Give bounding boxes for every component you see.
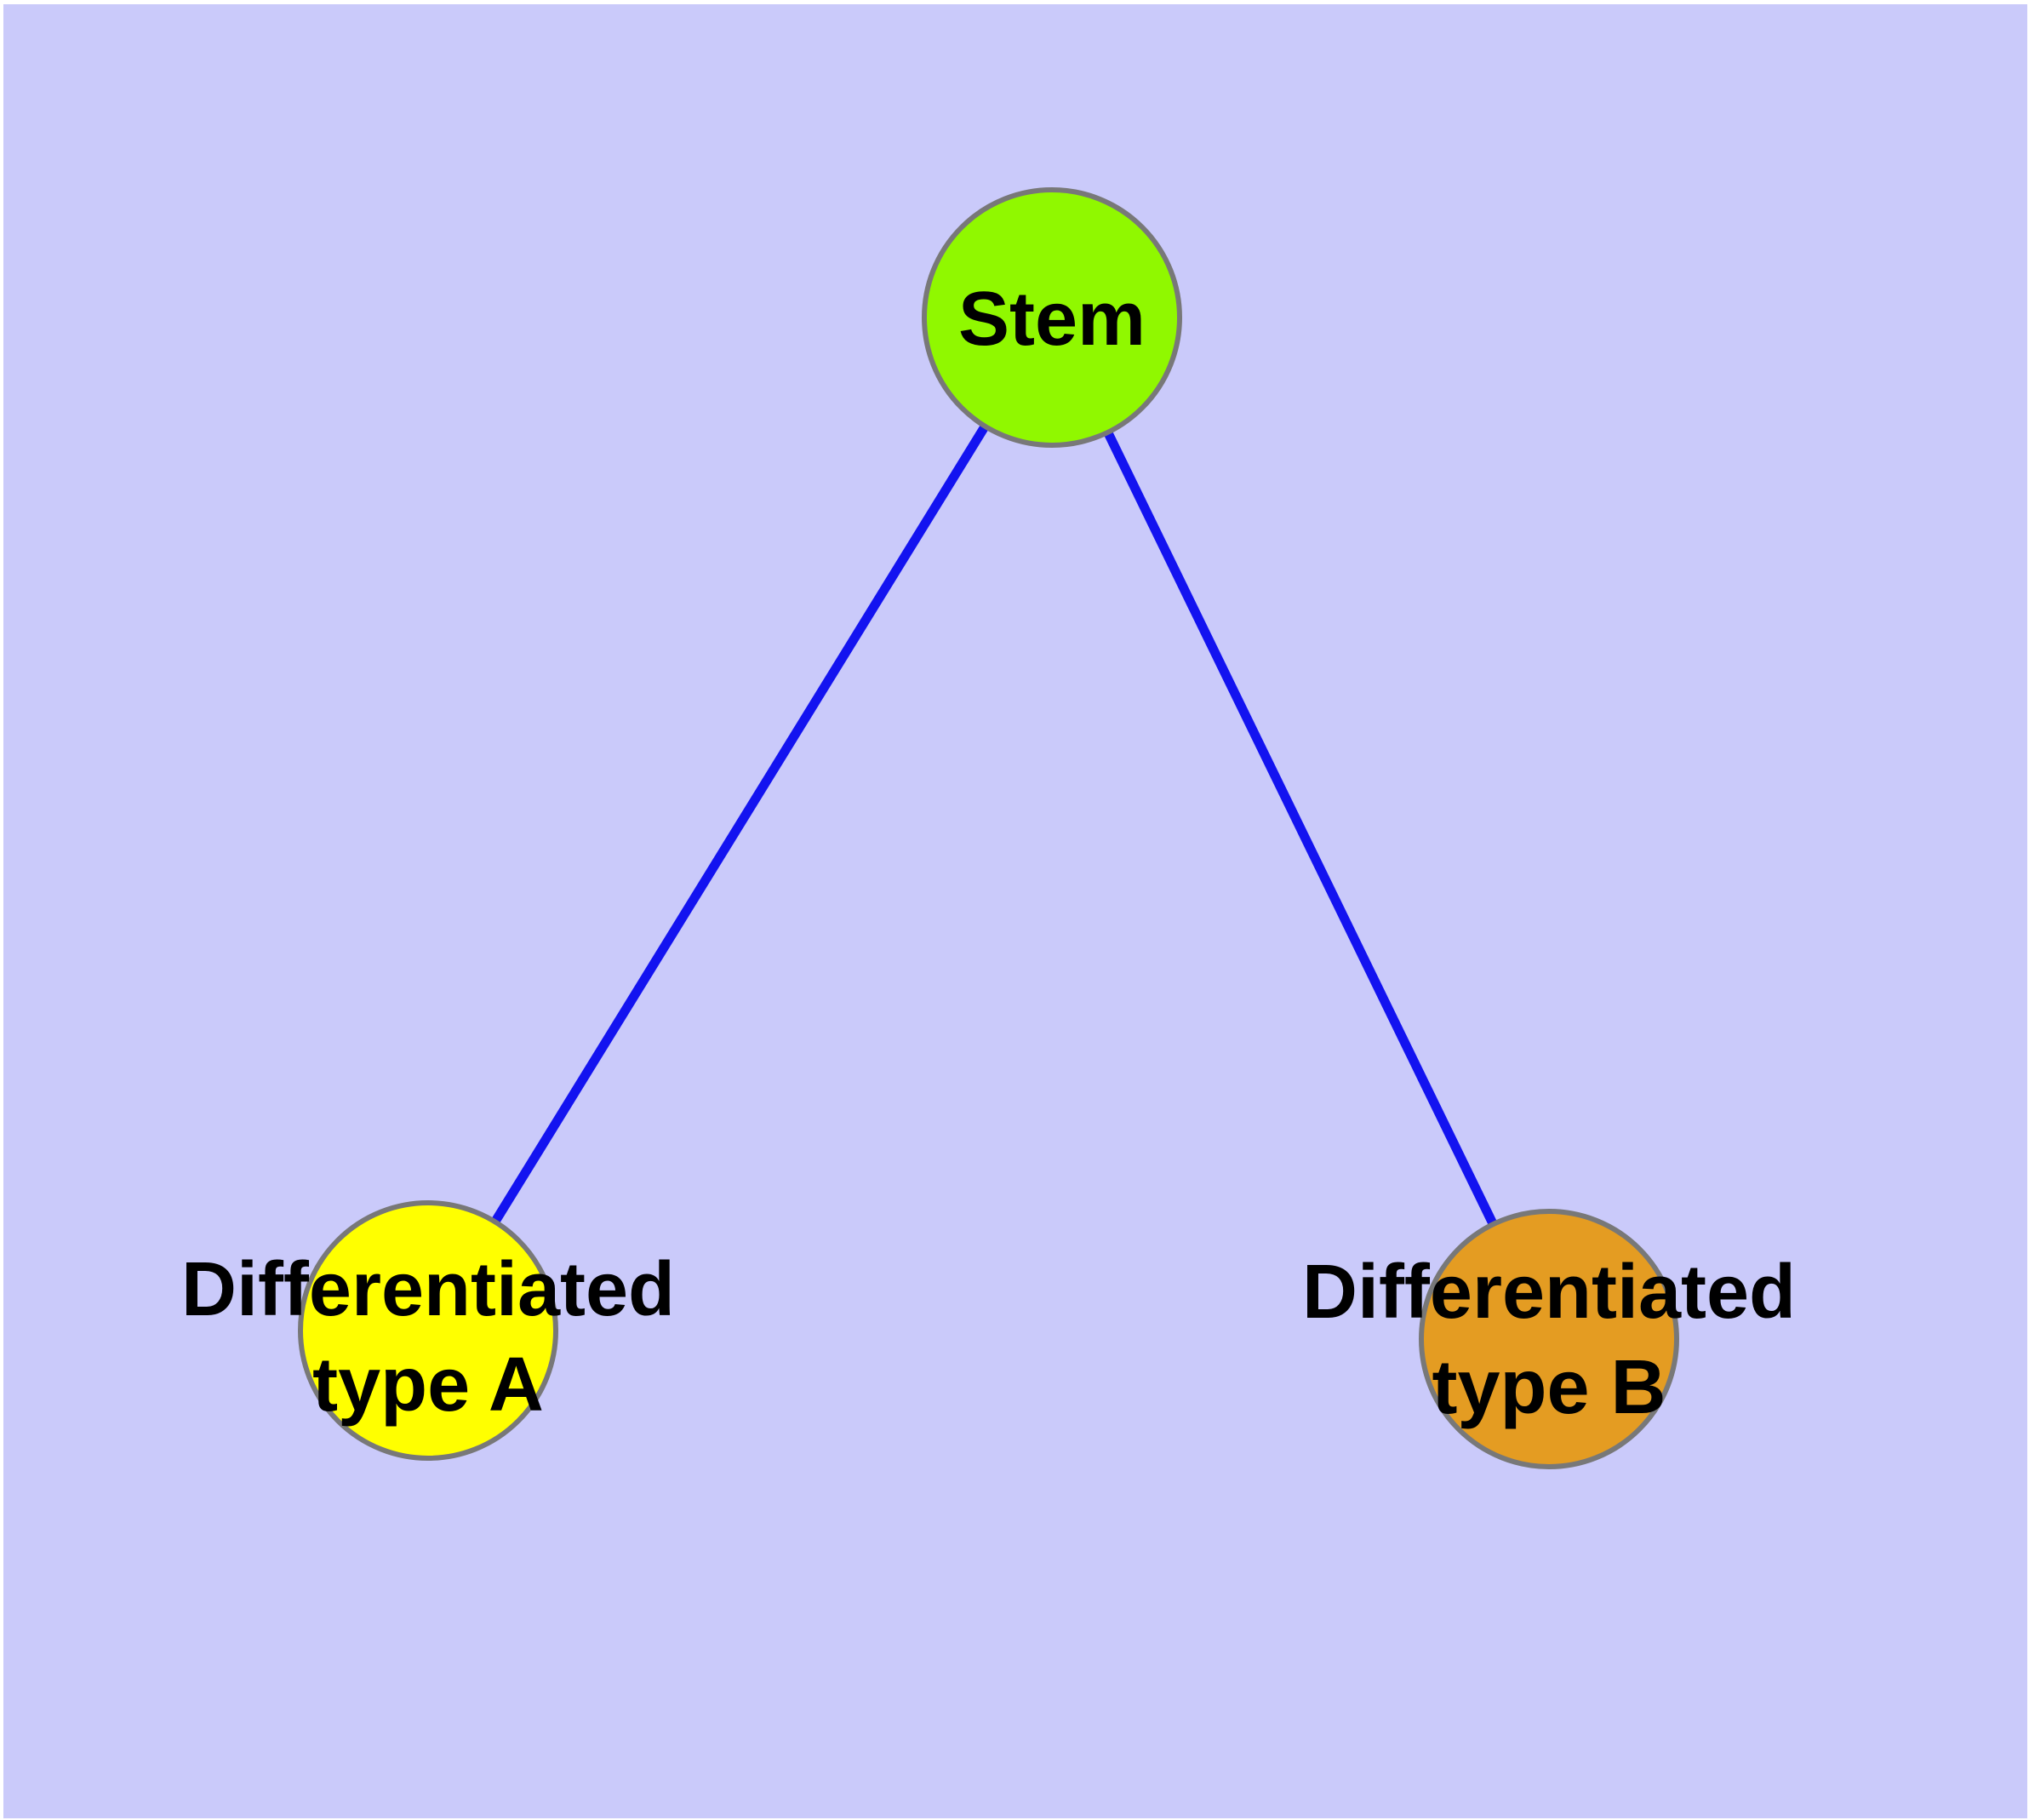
type-a-node-label-line1: Differentiated [181,1247,675,1332]
node-differentiated-type-b [1419,1209,1679,1469]
node-differentiated-type-a [298,1200,558,1461]
type-b-node-label-line1: Differentiated [1302,1250,1796,1335]
node-stem [922,187,1182,448]
type-b-node-label-line2: type B [1432,1345,1666,1430]
type-a-node-label-line2: type A [312,1342,544,1428]
stem-node-label: Stem [958,277,1146,362]
edge-stem-to-type-a [424,315,1056,1333]
edge-stem-to-type-b [1048,315,1553,1342]
